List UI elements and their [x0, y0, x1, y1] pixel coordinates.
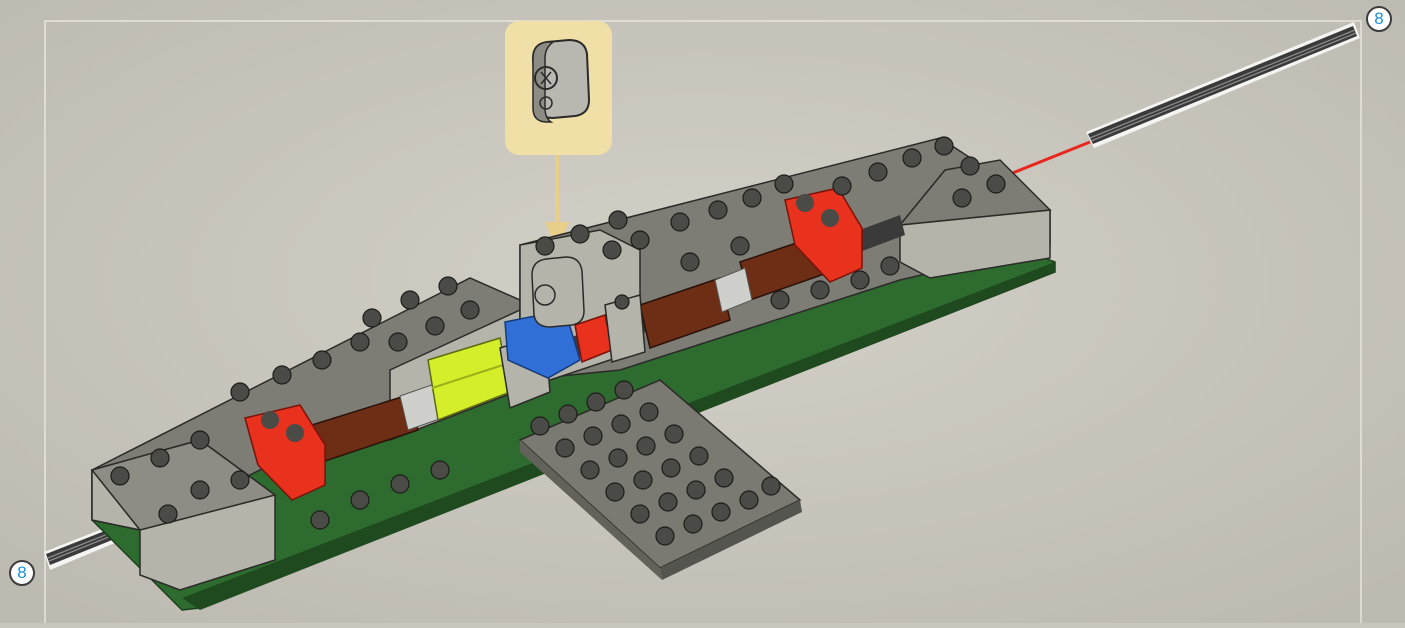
- technic-pin-connector-icon: [533, 40, 589, 122]
- part-callout: [505, 21, 612, 155]
- placed-pin-connector: [532, 257, 584, 327]
- axle-length-badge-bottom: 8: [9, 560, 35, 586]
- small-gray-brick: [605, 295, 645, 362]
- axle-length-badge-top: 8: [1366, 6, 1392, 32]
